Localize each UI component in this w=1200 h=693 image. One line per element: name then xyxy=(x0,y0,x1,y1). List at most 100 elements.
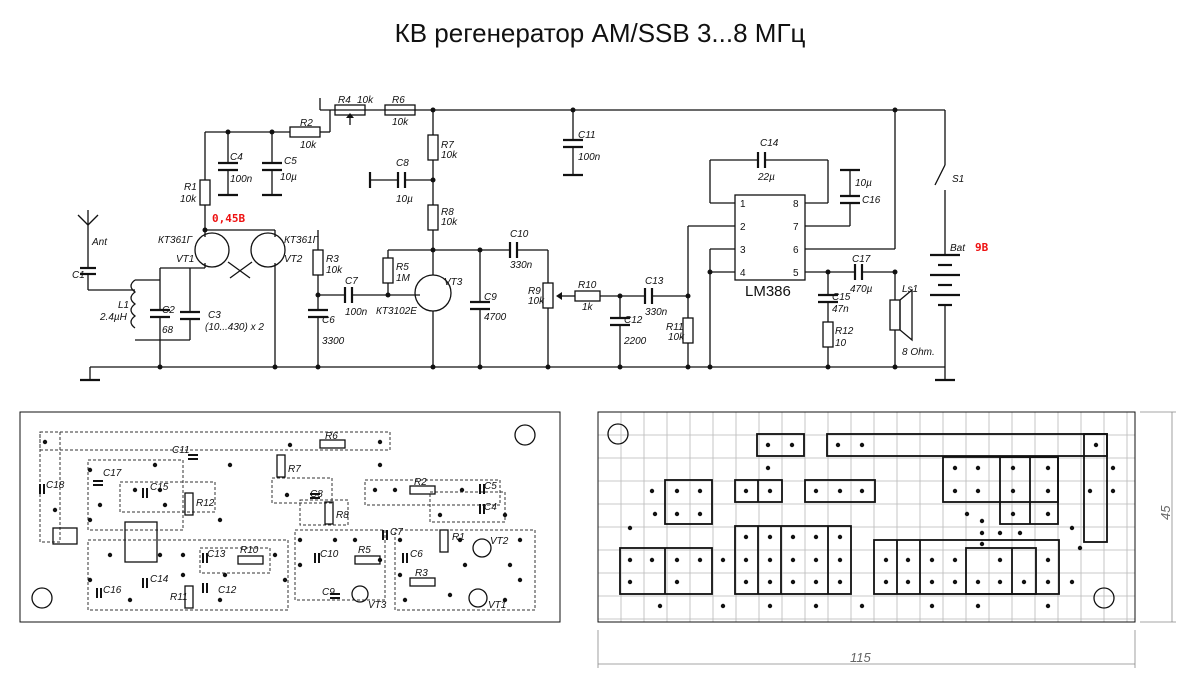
label-c12-val: 2200 xyxy=(623,336,647,347)
label-c2: C2 xyxy=(162,305,175,316)
pcb-label-r11: R11 xyxy=(170,592,188,603)
pcb-label-c16: C16 xyxy=(103,585,122,596)
pcb-label-vt3: VT3 xyxy=(368,600,387,611)
label-r8: R8 xyxy=(441,207,454,218)
pcb-label-c5: C5 xyxy=(484,481,497,492)
voltage-battery: 9В xyxy=(975,241,989,254)
label-c2-val: 68 xyxy=(162,325,174,336)
label-c6: C6 xyxy=(322,315,335,326)
pcb-label-c9: C9 xyxy=(322,587,335,598)
pcb-label-c13: C13 xyxy=(207,549,226,560)
pcb-label-c11: C11 xyxy=(172,445,190,456)
label-r3-val: 10k xyxy=(326,265,343,276)
pcb-label-c6: C6 xyxy=(410,549,423,560)
label-ls1-val: 8 Ohm. xyxy=(902,347,935,358)
label-r5: R5 xyxy=(396,262,409,273)
label-vt1: VT1 xyxy=(176,254,194,265)
junction-dots xyxy=(157,107,898,370)
pcb-label-r7: R7 xyxy=(288,464,301,475)
pcb-label-c14: C14 xyxy=(150,574,169,585)
svg-text:3: 3 xyxy=(740,245,746,256)
pcb-label-vt2: VT2 xyxy=(490,536,509,547)
label-r1: R1 xyxy=(184,182,197,193)
dimension-height: 45 xyxy=(1158,505,1173,520)
pcb-label-r12: R12 xyxy=(196,498,215,509)
label-vt2: VT2 xyxy=(284,254,303,265)
label-c7-val: 100n xyxy=(345,307,368,318)
label-c8: C8 xyxy=(396,158,409,169)
transistor-vt2 xyxy=(250,232,286,268)
label-vt3-type: КТ3102Е xyxy=(376,306,417,317)
diagram-title: КВ регенератор AM/SSB 3...8 МГц xyxy=(394,18,806,48)
label-c5-val: 10µ xyxy=(280,172,297,183)
label-r8-val: 10k xyxy=(441,217,458,228)
pcb-label-c15: C15 xyxy=(150,482,169,493)
label-vt3: VT3 xyxy=(444,277,463,288)
ic-lm386 xyxy=(734,194,806,281)
label-r9-val: 10k xyxy=(528,296,545,307)
transistor-vt1 xyxy=(194,232,230,268)
pcb-label-r5: R5 xyxy=(358,545,371,556)
speaker-ls1 xyxy=(889,299,901,331)
label-c14-val: 22µ xyxy=(757,172,775,183)
svg-text:8: 8 xyxy=(793,199,799,210)
label-ic: LM386 xyxy=(745,283,791,300)
voltage-base: 0,45В xyxy=(212,212,245,225)
dimension-lines xyxy=(597,411,1176,668)
pcb-pads xyxy=(42,439,523,603)
label-c13-val: 330n xyxy=(645,307,668,318)
label-s1: S1 xyxy=(952,174,964,185)
label-r6-val: 10k xyxy=(392,117,409,128)
pcb-label-c8: C8 xyxy=(310,489,323,500)
label-l1: L1 xyxy=(118,300,129,311)
pcb-label-r8: R8 xyxy=(336,510,349,521)
label-vt1-type: КТ361Г xyxy=(158,235,194,246)
label-c4: C4 xyxy=(230,152,243,163)
mounting-hole xyxy=(607,423,629,445)
pcb-label-c18: C18 xyxy=(46,480,65,491)
label-c3-val: (10...430) x 2 xyxy=(205,322,264,333)
label-c16: C16 xyxy=(862,195,881,206)
pcb-label-r1: R1 xyxy=(452,532,465,543)
pcb-label-r3: R3 xyxy=(415,568,428,579)
label-c15: C15 xyxy=(832,292,851,303)
label-c9-val: 4700 xyxy=(484,312,507,323)
svg-text:2: 2 xyxy=(740,222,746,233)
label-ant: Ant xyxy=(91,237,108,248)
label-r9: R9 xyxy=(528,286,541,297)
pcb-label-r10: R10 xyxy=(240,545,259,556)
schematic-diagram: R2 10k R4 10k R6 10k C4 100n C5 10µ R1 1… xyxy=(72,95,989,382)
svg-text:5: 5 xyxy=(793,268,799,279)
grid-pads xyxy=(627,442,1116,609)
ic-footprint xyxy=(124,521,158,563)
label-l1-val: 2.4µH xyxy=(99,312,128,323)
label-c4-val: 100n xyxy=(230,174,253,185)
pcb-grid-layout: 115 45 xyxy=(597,411,1176,668)
svg-text:1: 1 xyxy=(740,199,746,210)
label-r3: R3 xyxy=(326,254,339,265)
label-c6-val: 3300 xyxy=(322,336,345,347)
label-c11-val: 100n xyxy=(578,152,601,163)
label-c17: C17 xyxy=(852,254,871,265)
label-r4-val: 10k xyxy=(357,95,374,106)
label-c11: C11 xyxy=(578,130,596,141)
label-c7: C7 xyxy=(345,276,358,287)
label-r10-val: 1k xyxy=(582,302,594,313)
switch-s1 xyxy=(934,164,946,186)
pcb-label-r6: R6 xyxy=(325,431,338,442)
pcb-label-c4: C4 xyxy=(484,502,497,513)
label-c15-val: 47n xyxy=(832,304,849,315)
inductor-l1 xyxy=(130,279,137,329)
label-ls1: Ls1 xyxy=(902,284,918,295)
pcb-label-c7: C7 xyxy=(390,527,403,538)
dimension-width: 115 xyxy=(850,650,871,665)
label-c16-val: 10µ xyxy=(855,178,872,189)
label-c14: C14 xyxy=(760,138,779,149)
label-r4: R4 xyxy=(338,95,351,106)
battery-bat xyxy=(930,253,960,307)
label-r7: R7 xyxy=(441,140,454,151)
pcb-component-layout: C11 R6 R7 C8 C17 C15 C18 R12 R8 R2 C5 C4… xyxy=(19,411,561,623)
label-r10: R10 xyxy=(578,280,597,291)
label-r12: R12 xyxy=(835,326,854,337)
